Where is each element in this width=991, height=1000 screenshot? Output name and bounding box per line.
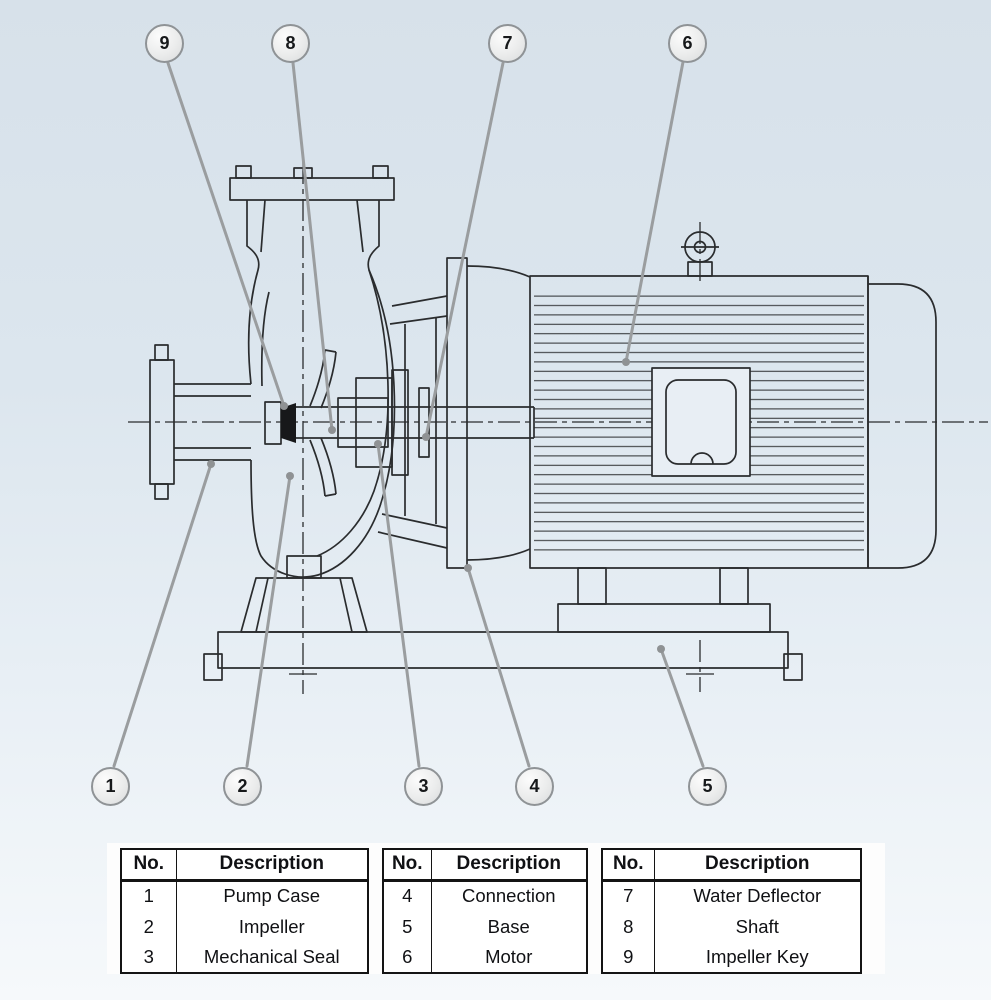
- table-row: 9 Impeller Key: [602, 942, 861, 973]
- leader-line-6: [624, 60, 685, 364]
- cell-no: 5: [402, 915, 413, 937]
- callout-5: 5: [688, 767, 727, 806]
- leader-dots: [207, 358, 665, 653]
- cell-no: 9: [623, 946, 634, 967]
- table-header-row: No. Description: [121, 849, 368, 882]
- cell-description: Mechanical Seal: [175, 942, 368, 973]
- table-row: 6 Motor: [383, 942, 587, 973]
- motor-end-cap: [867, 276, 937, 569]
- callout-6: 6: [668, 24, 707, 63]
- callout-9: 9: [145, 24, 184, 63]
- cell-no: 1: [143, 885, 154, 907]
- cell-description: Shaft: [653, 911, 861, 942]
- pedestal: [240, 555, 368, 633]
- leader-line-9: [166, 61, 286, 408]
- cell-no: 2: [143, 915, 154, 937]
- header-no: No.: [602, 849, 654, 882]
- leader-line-2: [245, 474, 292, 768]
- cell-description: Base: [430, 911, 587, 942]
- callout-7: 7: [488, 24, 527, 63]
- header-description: Description: [430, 849, 587, 882]
- table-row: 1 Pump Case: [121, 880, 368, 911]
- header-description: Description: [175, 849, 368, 882]
- leader-line-3: [376, 442, 421, 768]
- eye-bolt: [681, 231, 719, 277]
- parts-table-3: No. Description 7 Water Deflector 8 Shaf…: [601, 848, 862, 974]
- header-no: No.: [121, 849, 176, 882]
- callout-4: 4: [515, 767, 554, 806]
- cell-no: 4: [402, 885, 413, 907]
- cell-description: Motor: [430, 942, 587, 973]
- cell-no: 3: [143, 946, 154, 967]
- impeller: [264, 349, 337, 497]
- parts-table-1: No. Description 1 Pump Case 2 Impeller 3…: [120, 848, 369, 974]
- connection-bracket: [377, 257, 531, 569]
- motor: [529, 231, 937, 633]
- terminal-box: [651, 367, 751, 477]
- suction-flange: [149, 344, 251, 500]
- header-no: No.: [383, 849, 431, 882]
- motor-feet: [557, 567, 771, 633]
- table-row: 3 Mechanical Seal: [121, 942, 368, 973]
- leader-line-1: [112, 462, 213, 768]
- cell-no: 6: [402, 946, 413, 967]
- parts-tables-panel: No. Description 1 Pump Case 2 Impeller 3…: [107, 843, 885, 974]
- callout-8: 8: [271, 24, 310, 63]
- cell-description: Impeller: [175, 911, 368, 942]
- table-header-row: No. Description: [383, 849, 587, 882]
- base: [203, 631, 803, 681]
- mechanical-seal: [355, 369, 409, 476]
- leader-line-4: [466, 566, 531, 768]
- volute-casing: [229, 165, 396, 578]
- table-row: 5 Base: [383, 911, 587, 942]
- table-row: 7 Water Deflector: [602, 880, 861, 911]
- callout-2: 2: [223, 767, 262, 806]
- cell-description: Impeller Key: [653, 942, 861, 973]
- table-row: 4 Connection: [383, 880, 587, 911]
- leader-line-5: [659, 647, 705, 768]
- table-row: 2 Impeller: [121, 911, 368, 942]
- cell-description: Water Deflector: [653, 880, 861, 911]
- callout-1: 1: [91, 767, 130, 806]
- cell-description: Pump Case: [175, 880, 368, 911]
- leader-line-7: [424, 61, 505, 439]
- pump-outline: [128, 162, 988, 694]
- table-row: 8 Shaft: [602, 911, 861, 942]
- leader-line-8: [291, 61, 334, 432]
- cell-no: 8: [623, 915, 634, 937]
- leader-lines: [112, 60, 705, 768]
- parts-table-2: No. Description 4 Connection 5 Base 6 Mo…: [382, 848, 588, 974]
- callout-3: 3: [404, 767, 443, 806]
- header-description: Description: [653, 849, 861, 882]
- table-header-row: No. Description: [602, 849, 861, 882]
- cell-no: 7: [623, 885, 634, 907]
- impeller-key: [281, 403, 296, 443]
- cell-description: Connection: [430, 880, 587, 911]
